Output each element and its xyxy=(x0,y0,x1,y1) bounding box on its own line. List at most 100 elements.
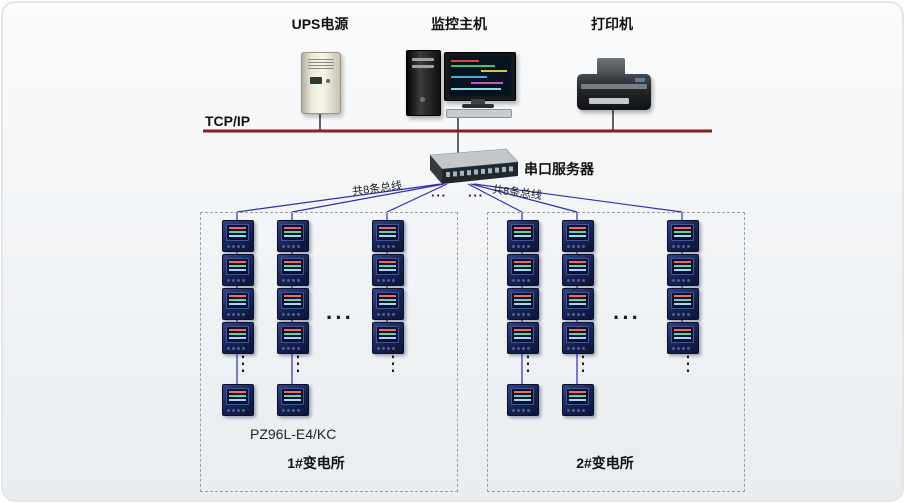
serial-server-image xyxy=(429,148,519,184)
substation-2-label: 2#变电所 xyxy=(576,455,634,471)
monitor-base xyxy=(462,104,494,108)
meter-buttons xyxy=(282,313,300,316)
meter-buttons xyxy=(227,245,245,248)
power-meter xyxy=(222,288,254,320)
meter-buttons xyxy=(377,347,395,350)
vertical-ellipsis: ⋮ xyxy=(383,353,403,375)
meter-display xyxy=(511,258,534,275)
meter-buttons xyxy=(282,409,300,412)
vertical-ellipsis: ⋮ xyxy=(233,353,253,375)
meter-buttons xyxy=(377,245,395,248)
meter-buttons xyxy=(567,313,585,316)
meter-display xyxy=(671,258,694,275)
meter-display xyxy=(226,388,249,405)
meter-display xyxy=(281,258,304,275)
meter-buttons xyxy=(567,245,585,248)
meter-display xyxy=(671,292,694,309)
power-meter xyxy=(667,288,699,320)
computer-tower-image xyxy=(406,50,441,116)
bus-fan-lines xyxy=(236,183,683,213)
vertical-ellipsis: ⋮ xyxy=(518,353,538,375)
meter-buttons xyxy=(282,245,300,248)
meter-display xyxy=(281,388,304,405)
meter-model-label: PZ96L-E4/KC xyxy=(250,426,337,442)
meter-display xyxy=(566,292,589,309)
meter-buttons xyxy=(512,313,530,316)
meter-buttons xyxy=(672,245,690,248)
printer-control-panel xyxy=(635,78,645,82)
power-meter xyxy=(277,220,309,252)
power-meter xyxy=(562,288,594,320)
meter-buttons xyxy=(227,409,245,412)
column-ellipsis-1: ··· xyxy=(326,305,354,330)
power-meter xyxy=(507,254,539,286)
meter-buttons xyxy=(512,347,530,350)
serial-server-label: 串口服务器 xyxy=(524,161,594,177)
bus-ellipsis-right: ··· xyxy=(468,188,484,203)
substation-1-label: 1#变电所 xyxy=(287,455,345,471)
printer-paper-tray xyxy=(597,58,625,74)
printer-label: 打印机 xyxy=(591,16,633,32)
power-button xyxy=(420,97,425,102)
meter-display xyxy=(566,258,589,275)
meter-buttons xyxy=(567,279,585,282)
ups-label: UPS电源 xyxy=(291,16,349,32)
vertical-ellipsis: ⋮ xyxy=(288,353,308,375)
meter-buttons xyxy=(227,347,245,350)
substation-1-box xyxy=(200,212,458,492)
substation-2-box xyxy=(487,212,745,492)
power-meter xyxy=(222,220,254,252)
meter-buttons xyxy=(512,279,530,282)
meter-display xyxy=(671,326,694,343)
meter-buttons xyxy=(672,313,690,316)
meter-buttons xyxy=(672,279,690,282)
meter-display xyxy=(566,224,589,241)
meter-display xyxy=(511,326,534,343)
meter-display xyxy=(511,388,534,405)
meter-buttons xyxy=(282,347,300,350)
ups-display xyxy=(310,77,322,84)
meter-display xyxy=(376,258,399,275)
monitor-screen xyxy=(449,56,511,96)
power-meter xyxy=(277,322,309,354)
ups-power-button xyxy=(326,79,330,83)
power-meter xyxy=(277,254,309,286)
meter-display xyxy=(226,326,249,343)
meter-display xyxy=(376,224,399,241)
meter-display xyxy=(566,388,589,405)
power-meter xyxy=(667,254,699,286)
meter-display xyxy=(671,224,694,241)
power-meter xyxy=(277,384,309,416)
ups-device-image xyxy=(301,52,341,114)
meter-buttons xyxy=(377,313,395,316)
column-ellipsis-2: ··· xyxy=(613,305,641,330)
bus-ellipsis-left: ··· xyxy=(431,188,447,203)
host-label: 监控主机 xyxy=(431,16,487,32)
meter-buttons xyxy=(377,279,395,282)
printer-output-slot xyxy=(589,98,629,104)
power-meter xyxy=(372,254,404,286)
meter-buttons xyxy=(567,409,585,412)
tcpip-label: TCP/IP xyxy=(205,113,251,129)
meter-buttons xyxy=(227,313,245,316)
meter-display xyxy=(281,224,304,241)
meter-display xyxy=(376,326,399,343)
power-meter xyxy=(277,288,309,320)
meter-display xyxy=(511,224,534,241)
power-meter xyxy=(222,254,254,286)
printer-band xyxy=(581,84,647,89)
meter-buttons xyxy=(567,347,585,350)
power-meter xyxy=(507,288,539,320)
vertical-ellipsis: ⋮ xyxy=(573,353,593,375)
meter-buttons xyxy=(672,347,690,350)
power-meter xyxy=(507,384,539,416)
meter-buttons xyxy=(227,279,245,282)
power-meter xyxy=(562,220,594,252)
power-meter xyxy=(222,384,254,416)
meter-display xyxy=(226,258,249,275)
meter-display xyxy=(281,326,304,343)
power-meter xyxy=(372,220,404,252)
power-meter xyxy=(507,220,539,252)
